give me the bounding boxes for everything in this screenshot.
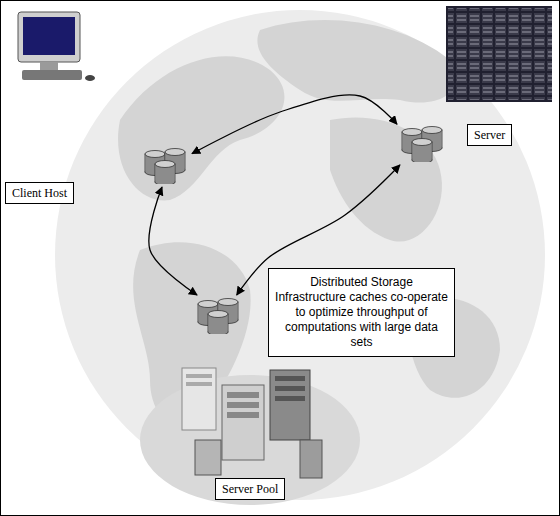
cache-icon: [400, 126, 446, 162]
node-label: Server Pool: [215, 478, 285, 500]
server: Server: [395, 118, 525, 170]
client-host: Client Host: [5, 140, 195, 212]
client-computer: [18, 12, 95, 81]
server-pool-machines: [182, 368, 322, 478]
note-text: Distributed Storage Infrastructure cache…: [275, 275, 448, 349]
note-box: Distributed Storage Infrastructure cache…: [268, 268, 455, 357]
node-label: Client Host: [5, 182, 74, 204]
cache-link-arrow: [192, 95, 397, 154]
cache-link-arrow: [149, 187, 197, 295]
server-rack: [446, 6, 552, 102]
cache-icon: [143, 148, 189, 184]
cache-icon: [196, 298, 242, 334]
node-label: Server: [467, 124, 512, 146]
